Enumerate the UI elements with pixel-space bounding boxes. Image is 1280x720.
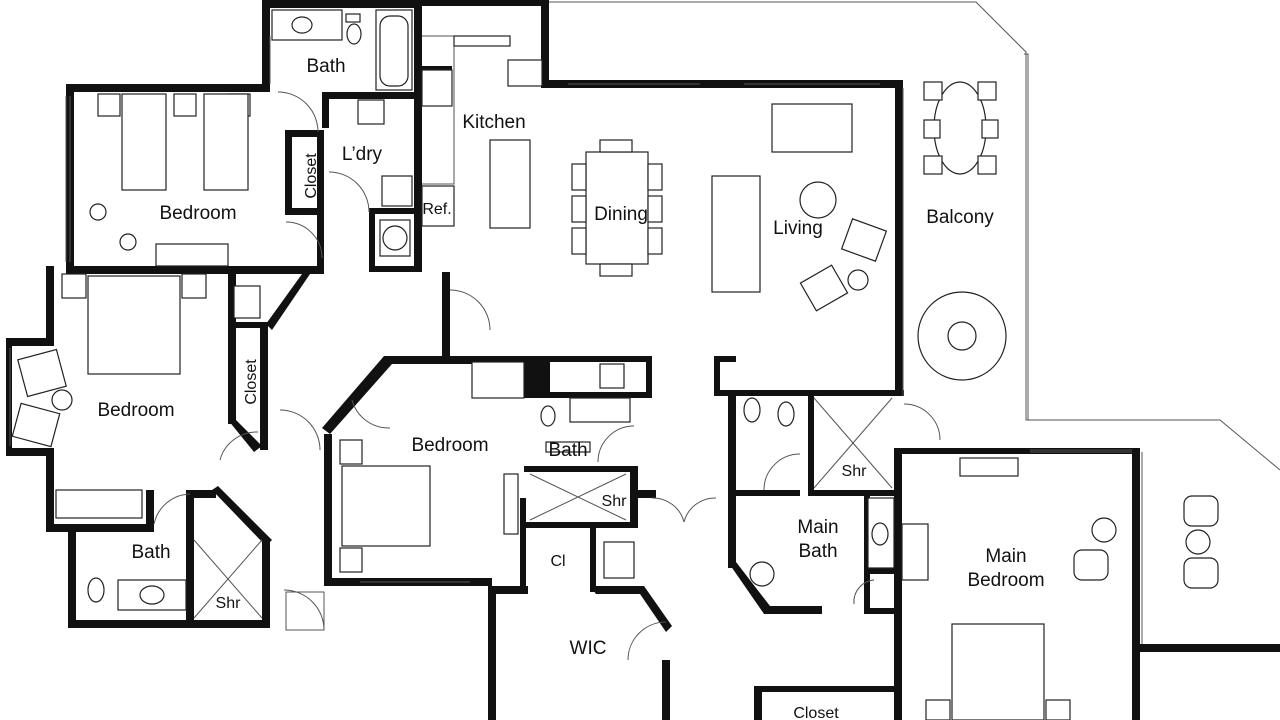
label-shr-sw: Shr — [216, 595, 242, 612]
label-balcony: Balcony — [926, 207, 994, 228]
thin-lines — [9, 1, 1280, 661]
label-cl-c: Cl — [550, 553, 565, 570]
label-kitchen: Kitchen — [462, 112, 525, 133]
label-bath-sw: Bath — [131, 542, 170, 563]
label-ref: Ref. — [422, 201, 451, 218]
label-bedroom-nw: Bedroom — [159, 203, 236, 224]
label-wic: WIC — [570, 638, 607, 659]
label-bedroom-w: Bedroom — [97, 400, 174, 421]
label-closet-bottom: Closet — [793, 705, 839, 720]
label-closet-w: Closet — [243, 359, 260, 405]
label-living: Living — [773, 218, 823, 239]
label-bedroom-c: Bedroom — [411, 435, 488, 456]
label-shr-c: Shr — [602, 493, 628, 510]
fixtures — [11, 9, 1219, 720]
label-bath-top: Bath — [306, 56, 345, 77]
label-closet-laundry: Closet — [303, 153, 320, 199]
walls — [6, 0, 1280, 720]
room-labels: Bath L’dry Closet Kitchen Ref. Dining Li… — [97, 56, 1044, 720]
label-laundry: L’dry — [342, 144, 383, 165]
label-bath-c: Bath — [548, 440, 587, 461]
label-shr-main: Shr — [842, 463, 868, 480]
label-dining: Dining — [594, 204, 648, 225]
